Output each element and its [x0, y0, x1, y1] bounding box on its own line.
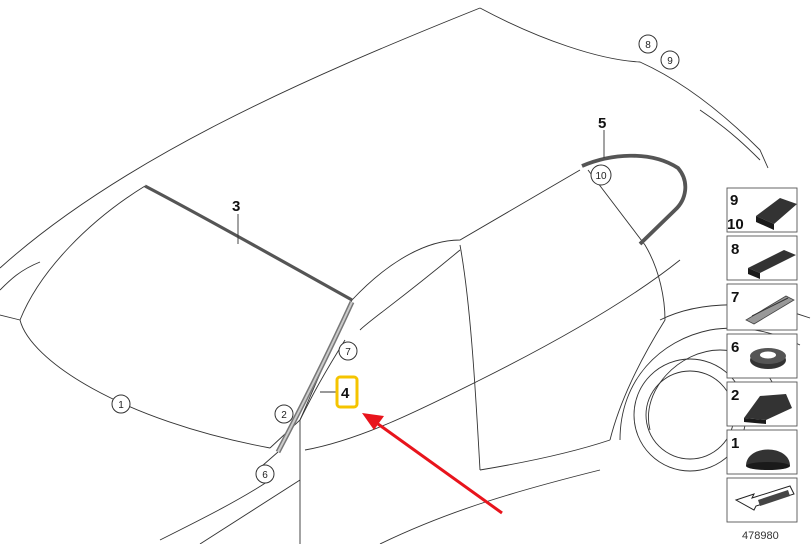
label-5: 5 — [598, 115, 606, 132]
svg-text:7: 7 — [731, 289, 739, 306]
block-pad-icon — [756, 198, 797, 224]
dome-cap-icon — [746, 449, 790, 466]
legend-arrow-box — [726, 477, 798, 523]
legend-item-6: 6 — [726, 333, 798, 379]
block-strip-icon — [748, 250, 796, 273]
svg-text:6: 6 — [262, 470, 268, 481]
car-outline — [0, 7, 811, 544]
svg-text:8: 8 — [645, 40, 651, 51]
wedge-pad-icon — [744, 394, 792, 420]
legend-item-9-10: 9 10 — [726, 187, 798, 233]
callout-7: 7 — [338, 341, 358, 361]
leader-lines — [237, 130, 605, 467]
callout-10: 10 — [590, 164, 612, 186]
svg-text:6: 6 — [731, 339, 739, 356]
label-4: 4 — [341, 385, 350, 402]
svg-text:1: 1 — [118, 400, 124, 411]
label-3: 3 — [232, 198, 240, 215]
rear-window-seal — [581, 153, 688, 246]
svg-text:10: 10 — [727, 216, 744, 233]
callout-8: 8 — [638, 34, 658, 54]
windshield-seal — [144, 184, 353, 302]
callout-2: 2 — [274, 404, 294, 424]
callout-1: 1 — [111, 394, 131, 414]
legend-item-8: 8 — [726, 235, 798, 281]
callout-9: 9 — [660, 50, 680, 70]
parts-legend: 9 10 8 7 6 2 — [726, 187, 798, 523]
svg-text:9: 9 — [667, 56, 673, 67]
callout-6: 6 — [255, 464, 275, 484]
legend-item-7: 7 — [726, 283, 798, 331]
red-arrow — [362, 413, 503, 515]
svg-text:2: 2 — [281, 410, 287, 421]
svg-text:7: 7 — [345, 347, 351, 358]
clip-strip-icon — [745, 295, 795, 325]
svg-text:8: 8 — [731, 241, 739, 258]
svg-text:9: 9 — [730, 192, 738, 209]
svg-text:10: 10 — [595, 171, 607, 182]
highlight-box — [335, 375, 359, 409]
svg-text:2: 2 — [731, 387, 739, 404]
legend-item-2: 2 — [726, 381, 798, 427]
svg-text:1: 1 — [731, 435, 739, 452]
reference-number: 478980 — [742, 530, 779, 542]
legend-item-1: 1 — [726, 429, 798, 475]
